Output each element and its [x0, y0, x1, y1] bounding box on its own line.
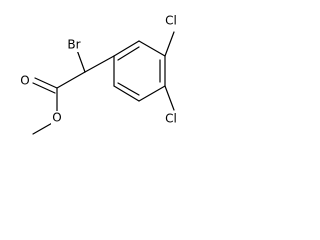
atom-label-chlorine-bottom: Cl [165, 112, 177, 126]
ring-bond [138, 40, 166, 57]
bond-ring-alpha [84, 55, 115, 73]
molecule-diagram: Br Cl Cl O O [19, 14, 180, 135]
atom-label-chlorine-top: Cl [165, 14, 177, 28]
ring-double-bond [117, 82, 140, 96]
bond-ester-o-methyl [32, 121, 55, 135]
atom-label-carbonyl-oxygen: O [20, 74, 29, 88]
bond-ring-cl-top [164, 31, 175, 57]
atom-label-bromine: Br [67, 38, 80, 52]
bond-ring-cl-bottom [164, 85, 175, 111]
ring-bond [138, 85, 166, 102]
bond-carbonyl-o [34, 77, 58, 89]
bond-alpha-br [76, 49, 86, 73]
ring-bond [113, 40, 140, 57]
bond-alpha-carbonyl [56, 71, 86, 89]
ring-bond [113, 85, 140, 102]
ring-double-bond [117, 46, 140, 61]
bond-carbonyl-o-double [32, 82, 56, 94]
atom-label-ester-oxygen: O [52, 111, 61, 125]
